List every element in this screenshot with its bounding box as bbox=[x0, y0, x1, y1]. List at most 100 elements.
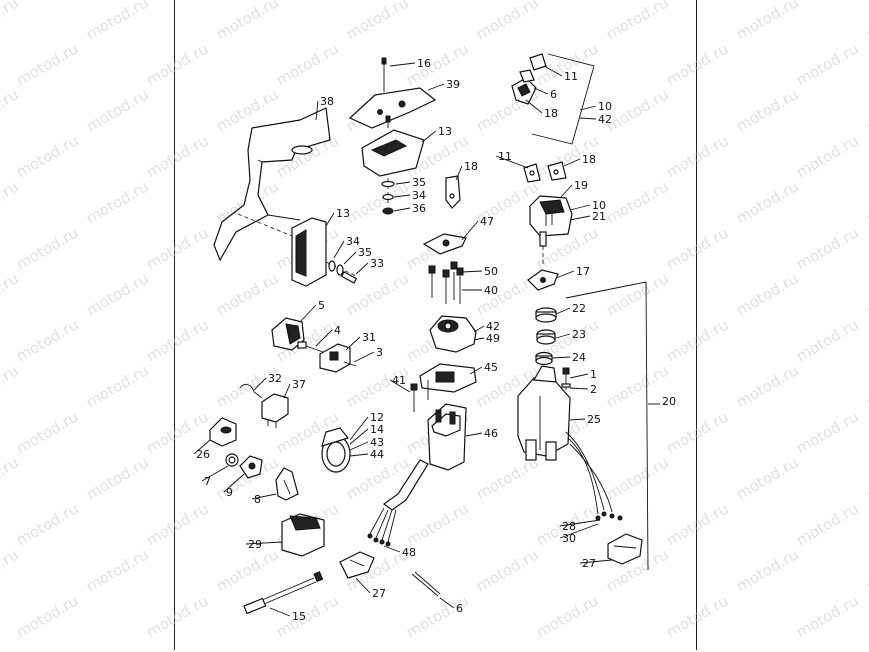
callout-28: 28 bbox=[562, 520, 576, 533]
watermark-text: motod.ru bbox=[663, 591, 732, 641]
callout-30: 30 bbox=[562, 532, 576, 545]
leader-line-4 bbox=[315, 329, 333, 347]
bracket-38 bbox=[213, 107, 331, 262]
screws-40-50 bbox=[428, 261, 464, 304]
cable-15 bbox=[243, 571, 324, 615]
clip-32 bbox=[239, 384, 263, 399]
callout-27: 27 bbox=[582, 557, 596, 570]
callout-8: 8 bbox=[254, 493, 261, 506]
watermark-text: motod.ru bbox=[213, 269, 282, 319]
leader-line-10 bbox=[569, 204, 591, 211]
callout-46: 46 bbox=[484, 427, 498, 440]
key-11-small bbox=[529, 53, 547, 71]
watermark-text: motod.ru bbox=[13, 315, 82, 365]
cover-12-14-43-44 bbox=[321, 427, 351, 473]
leader-line-36 bbox=[393, 207, 411, 212]
callout-6: 6 bbox=[456, 602, 463, 615]
leader-line-34 bbox=[393, 194, 411, 198]
watermark-text: motod.ru bbox=[143, 499, 212, 549]
leader-line-49 bbox=[473, 337, 485, 341]
oring-7 bbox=[225, 453, 239, 467]
screw-3 bbox=[343, 361, 357, 367]
callout-13: 13 bbox=[336, 207, 350, 220]
callout-10: 10 bbox=[598, 100, 612, 113]
watermark-text: motod.ru bbox=[793, 131, 862, 181]
callout-26: 26 bbox=[196, 448, 210, 461]
callout-36: 36 bbox=[412, 202, 426, 215]
watermark-text: motod.ru bbox=[403, 499, 472, 549]
screw-41 bbox=[410, 383, 418, 412]
callout-42: 42 bbox=[598, 113, 612, 126]
leader-line-46 bbox=[465, 432, 483, 437]
watermark-text: motod.ru bbox=[83, 0, 152, 43]
watermark-text: motod.ru bbox=[0, 269, 22, 319]
leader-line-11 bbox=[543, 65, 563, 77]
watermark-text: motod.ru bbox=[863, 269, 869, 319]
switch-31 bbox=[319, 343, 351, 373]
watermark-text: motod.ru bbox=[213, 0, 282, 43]
leader-line-8 bbox=[251, 493, 277, 500]
leader-line-50 bbox=[461, 270, 483, 273]
watermark-text: motod.ru bbox=[863, 545, 869, 595]
screws-1-2 bbox=[561, 367, 571, 390]
leader-line-9 bbox=[223, 473, 245, 493]
callout-24: 24 bbox=[572, 351, 586, 364]
callout-25: 25 bbox=[587, 413, 601, 426]
callout-22: 22 bbox=[572, 302, 586, 315]
leader-line-24 bbox=[551, 356, 571, 359]
leader-line-22 bbox=[555, 307, 571, 315]
plate-39 bbox=[348, 87, 437, 129]
watermark-text: motod.ru bbox=[143, 39, 212, 89]
tab-18-right bbox=[547, 161, 567, 181]
watermark-text: motod.ru bbox=[793, 39, 862, 89]
washer-17 bbox=[527, 269, 559, 291]
leader-line-43 bbox=[349, 441, 369, 451]
watermark-text: motod.ru bbox=[663, 407, 732, 457]
leader-line-34 bbox=[333, 240, 345, 259]
watermark-text: motod.ru bbox=[0, 453, 22, 503]
watermark-text: motod.ru bbox=[143, 223, 212, 273]
watermark-text: motod.ru bbox=[793, 407, 862, 457]
watermark-text: motod.ru bbox=[143, 591, 212, 641]
watermark-text: motod.ru bbox=[83, 361, 152, 411]
callout-19: 19 bbox=[574, 179, 588, 192]
callout-1: 1 bbox=[590, 368, 597, 381]
leader-line-6 bbox=[439, 597, 455, 609]
watermark-text: motod.ru bbox=[0, 0, 22, 43]
watermark-text: motod.ru bbox=[793, 499, 862, 549]
leader-line-35 bbox=[395, 181, 411, 185]
bracket-8 bbox=[275, 467, 299, 501]
leader-line-27 bbox=[355, 577, 371, 594]
watermark-text: motod.ru bbox=[0, 85, 22, 135]
watermark-text: motod.ru bbox=[0, 545, 22, 595]
watermark-text: motod.ru bbox=[663, 39, 732, 89]
leader-line-16 bbox=[389, 62, 416, 67]
leader-line-30 bbox=[559, 523, 599, 539]
leader-line-33 bbox=[355, 262, 369, 275]
watermark-text: motod.ru bbox=[0, 361, 22, 411]
leader-line-1 bbox=[569, 373, 589, 379]
watermark-text: motod.ru bbox=[83, 269, 152, 319]
callout-35: 35 bbox=[358, 246, 372, 259]
callout-44: 44 bbox=[370, 448, 384, 461]
watermark-text: motod.ru bbox=[733, 177, 802, 227]
callout-39: 39 bbox=[446, 78, 460, 91]
callout-14: 14 bbox=[370, 423, 384, 436]
callout-13: 13 bbox=[438, 125, 452, 138]
bracket-29 bbox=[281, 513, 325, 557]
watermark-text: motod.ru bbox=[403, 39, 472, 89]
watermark-text: motod.ru bbox=[603, 453, 672, 503]
watermark-text: motod.ru bbox=[473, 453, 542, 503]
leader-line-47 bbox=[461, 220, 479, 241]
coil-wires bbox=[565, 431, 623, 521]
leader-line-21 bbox=[569, 215, 591, 221]
leader-line-18 bbox=[455, 165, 463, 181]
sender-26 bbox=[209, 417, 237, 447]
group-20-bracket bbox=[565, 281, 660, 571]
watermark-text: motod.ru bbox=[863, 453, 869, 503]
watermark-text: motod.ru bbox=[733, 0, 802, 43]
callout-27: 27 bbox=[372, 587, 386, 600]
callout-15: 15 bbox=[292, 610, 306, 623]
leader-line-13 bbox=[325, 212, 335, 227]
leader-line-3 bbox=[353, 351, 375, 363]
